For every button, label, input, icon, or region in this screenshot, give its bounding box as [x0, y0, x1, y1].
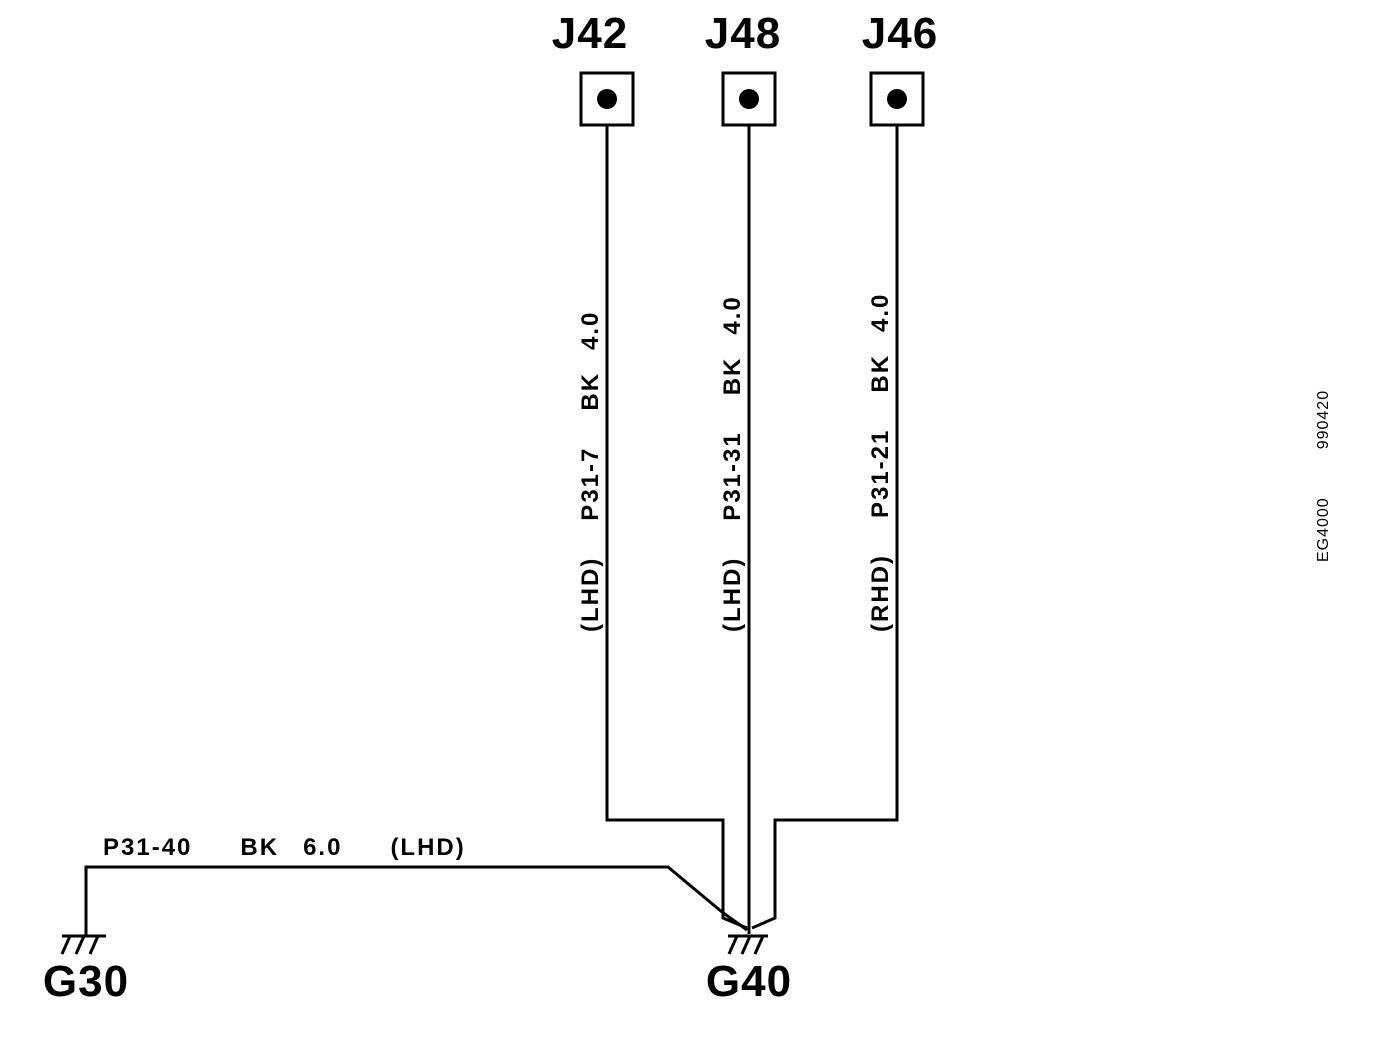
wire-j42 — [605, 125, 748, 930]
wire-ground — [84, 865, 748, 936]
connector-label-j42: J42 — [552, 9, 628, 58]
wire-side: (LHD) — [719, 557, 746, 632]
wire-color: BK — [577, 372, 604, 411]
wire-gauge: 4.0 — [867, 293, 894, 332]
svg-text:EG4000990420: EG4000 990420 — [1315, 390, 1332, 562]
connector-j42 — [579, 71, 635, 127]
drawing-date: 990420 — [1315, 390, 1332, 449]
drawing-code: EG4000 — [1315, 497, 1332, 562]
wire-label-j46: (RHD) P31-21 BK 4.0 — [867, 293, 894, 632]
svg-text:(LHD)P31-7BK4.0: (LHD) P31-7 BK 4.0 — [577, 311, 604, 632]
wire-side: (RHD) — [867, 554, 894, 632]
wire-side: (LHD) — [577, 557, 604, 632]
wire-color: BK — [867, 354, 894, 393]
wire-color: BK — [719, 357, 746, 396]
connector-j46 — [869, 71, 925, 127]
svg-text:(LHD)P31-31BK4.0: (LHD) P31-31 BK 4.0 — [719, 295, 746, 632]
wire-pin: P31-31 — [719, 431, 746, 520]
pin-dot-icon — [887, 89, 907, 109]
svg-text:(RHD)P31-21BK4.0: (RHD) P31-21 BK 4.0 — [867, 293, 894, 632]
connector-label-j46: J46 — [862, 9, 938, 58]
pin-dot-icon — [597, 89, 617, 109]
connector-j48 — [721, 71, 777, 127]
ground-wire-side: (LHD) — [390, 834, 465, 861]
ground-label-g30: G30 — [43, 957, 129, 1006]
ground-wire-label: P31-40 BK 6.0 (LHD) — [103, 834, 466, 861]
pin-dot-icon — [739, 89, 759, 109]
wire-j46 — [751, 125, 899, 930]
ground-symbol-icon — [60, 934, 106, 955]
ground-symbol-icon — [727, 934, 768, 955]
wire-label-j48: (LHD) P31-31 BK 4.0 — [719, 295, 746, 632]
ground-wire-pin: P31-40 — [103, 834, 192, 861]
ground-wire-color: BK — [240, 834, 279, 861]
ground-label-g40: G40 — [706, 957, 792, 1006]
drawing-reference: EG4000 990420 — [1315, 390, 1332, 562]
ground-wire-gauge: 6.0 — [303, 834, 342, 861]
wire-pin: P31-21 — [867, 429, 894, 518]
wire-gauge: 4.0 — [719, 295, 746, 334]
wire-pin: P31-7 — [577, 447, 604, 521]
connector-label-j48: J48 — [705, 9, 781, 58]
wire-label-j42: (LHD) P31-7 BK 4.0 — [577, 311, 604, 632]
wire-gauge: 4.0 — [577, 311, 604, 350]
